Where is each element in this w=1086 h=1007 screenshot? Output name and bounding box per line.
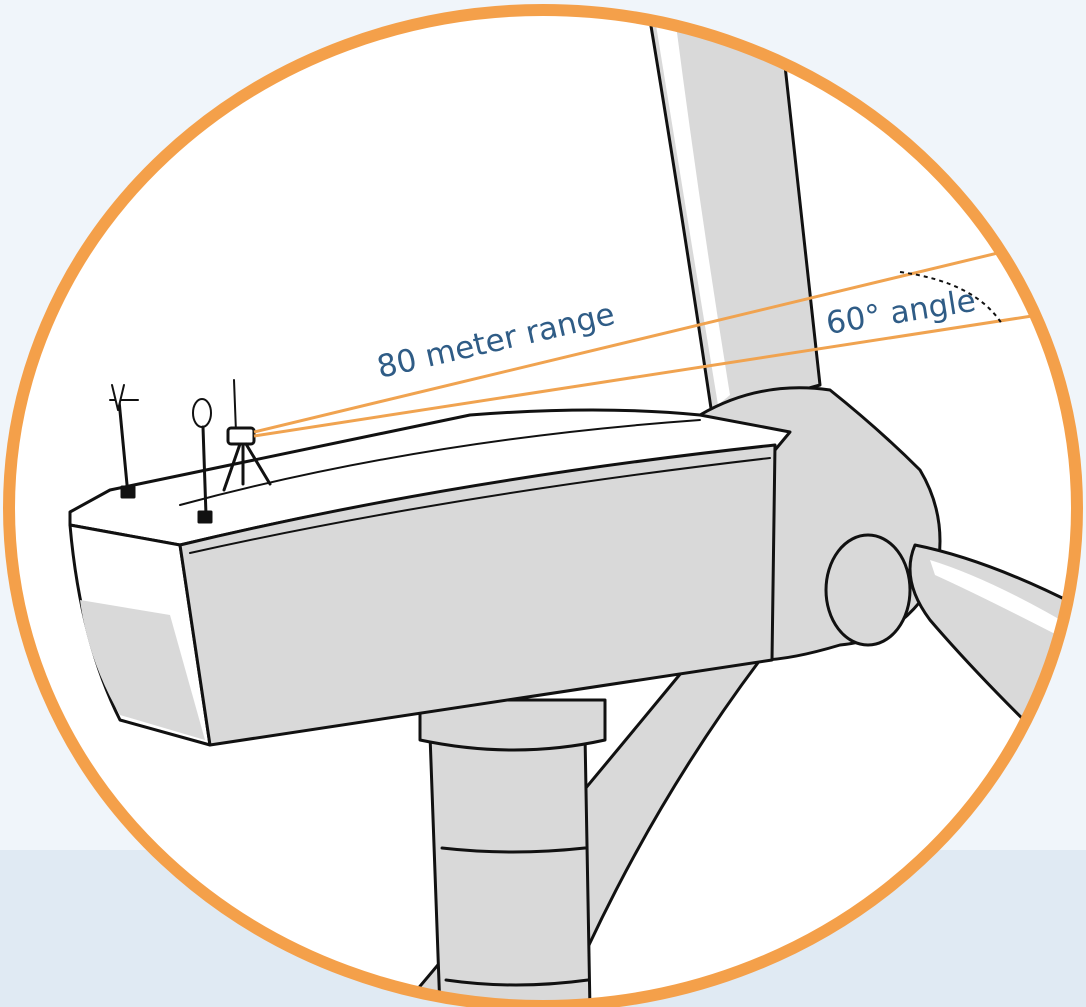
upper-blade — [648, 18, 822, 417]
upper-blade-highlight — [656, 25, 730, 405]
anemometer-mast — [192, 398, 213, 524]
hub-front-ring — [824, 533, 912, 647]
wind-vane-mast — [109, 384, 139, 499]
lidar-sensor — [222, 379, 272, 492]
lidar-beam-upper — [253, 250, 1003, 434]
tower-ring-lower — [444, 978, 590, 987]
tower-collar — [418, 698, 607, 752]
circle-border — [3, 4, 1083, 1007]
tower — [428, 733, 592, 1006]
right-blade-highlight — [930, 560, 1077, 650]
nacelle-side — [178, 443, 777, 747]
lidar-beams — [253, 250, 1033, 438]
tower-ring — [440, 846, 587, 854]
angle-arc — [899, 271, 1003, 325]
nacelle-rear-shade — [80, 600, 205, 740]
lidar-beam-lower — [253, 314, 1033, 438]
nacelle-edge — [189, 457, 771, 554]
cover-seam — [179, 419, 701, 506]
